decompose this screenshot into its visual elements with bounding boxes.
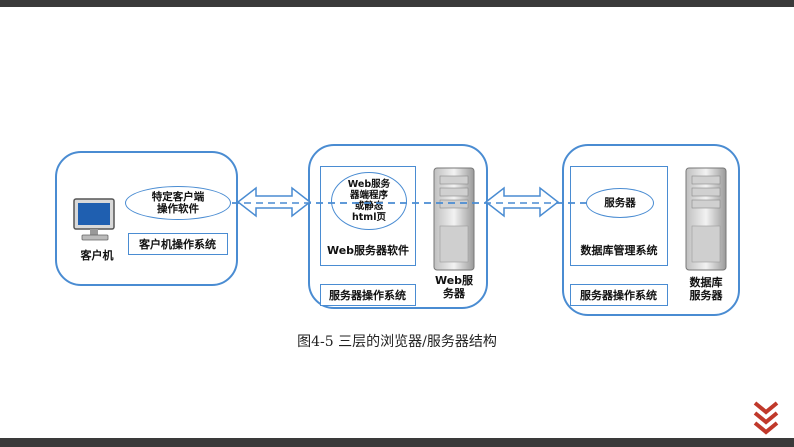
web-server-tower-icon — [432, 166, 476, 272]
client-label: 客户机 — [80, 249, 114, 262]
db-os-box: 服务器操作系统 — [570, 284, 668, 306]
db-server-oval-text: 服务器 — [604, 197, 636, 209]
db-os-label: 服务器操作系统 — [580, 289, 657, 302]
web-software-label: Web服务器软件 — [326, 244, 410, 257]
db-server-tower-icon — [684, 166, 728, 272]
db-server-oval: 服务器 — [586, 188, 654, 218]
bottom-bar — [0, 438, 794, 447]
computer-icon — [70, 195, 120, 245]
client-app-oval-text: 特定客户端 操作软件 — [151, 191, 205, 215]
web-os-label: 服务器操作系统 — [329, 289, 406, 302]
client-os-box: 客户机操作系统 — [128, 233, 228, 255]
db-server-label: 数据库 服务器 — [689, 276, 723, 302]
double-arrow-left — [236, 186, 312, 218]
web-program-oval: Web服务 器端程序 或静态 html页 — [331, 172, 407, 230]
web-server-label: Web服 务器 — [434, 274, 474, 300]
double-arrow-right — [484, 186, 560, 218]
client-os-label: 客户机操作系统 — [139, 238, 216, 251]
client-app-oval: 特定客户端 操作软件 — [125, 186, 231, 220]
dbms-label: 数据库管理系统 — [580, 244, 658, 257]
figure-caption: 图4-5 三层的浏览器/服务器结构 — [297, 334, 497, 350]
top-bar — [0, 0, 794, 7]
chevron-down-icon[interactable] — [752, 400, 780, 436]
web-os-box: 服务器操作系统 — [320, 284, 416, 306]
web-program-oval-text: Web服务 器端程序 或静态 html页 — [347, 179, 391, 223]
